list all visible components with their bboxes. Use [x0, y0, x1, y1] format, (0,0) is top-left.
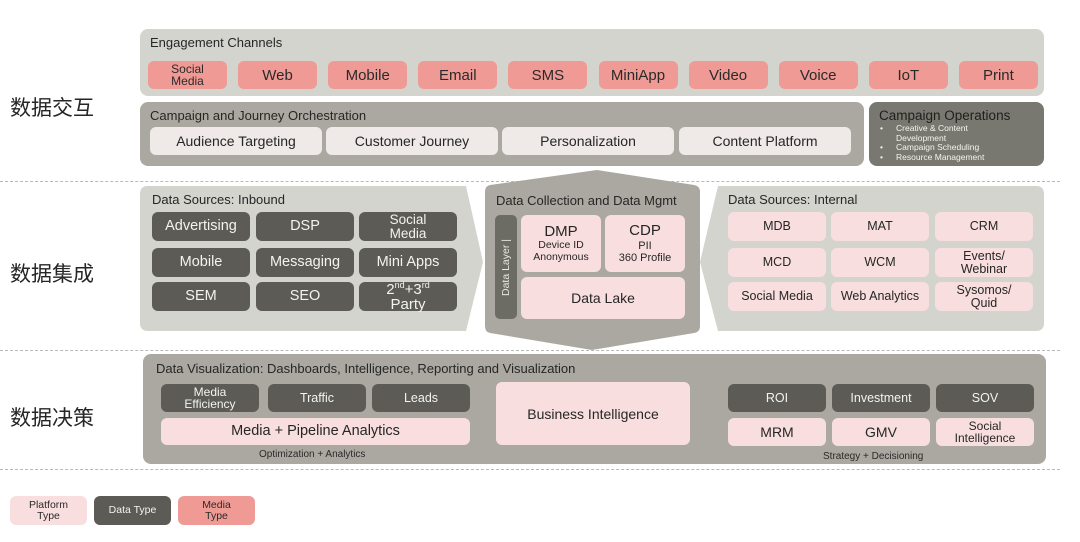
- viz-data-roi: ROI: [728, 384, 826, 412]
- dmp-block: DMP Device ID Anonymous: [521, 215, 601, 272]
- orchestration-audience-targeting: Audience Targeting: [150, 127, 322, 155]
- legend-data-type: Data Type: [94, 496, 171, 525]
- data-layer-bar: Data Layer |: [495, 215, 517, 319]
- dmp-title: DMP: [544, 222, 578, 240]
- chip-line: Social: [389, 211, 427, 227]
- internal-events-webinar: Events/Webinar: [935, 248, 1033, 277]
- viz-data-leads: Leads: [372, 384, 470, 412]
- inbound-dsp: DSP: [256, 212, 354, 241]
- party-sup1: nd: [394, 279, 405, 290]
- campaign-operations-bullets: Creative & Content Development Campaign …: [880, 123, 984, 163]
- internal-mdb: MDB: [728, 212, 826, 241]
- orchestration-title: Campaign and Journey Orchestration: [150, 108, 367, 123]
- internal-wcm: WCM: [831, 248, 929, 277]
- chip-line: Media: [389, 225, 427, 241]
- viz-data-investment: Investment: [832, 384, 930, 412]
- inbound-sem: SEM: [152, 282, 250, 311]
- orchestration-content-platform: Content Platform: [679, 127, 851, 155]
- channel-email: Email: [418, 61, 498, 89]
- inbound-title: Data Sources: Inbound: [152, 192, 285, 207]
- chip-line: Intelligence: [954, 431, 1016, 445]
- party-sup2: rd: [421, 279, 430, 290]
- channel-voice: Voice: [778, 61, 858, 89]
- tier-label-decision: 数据决策: [10, 406, 94, 430]
- party-num2: +3: [404, 280, 422, 298]
- channel-sms: SMS: [508, 61, 588, 89]
- chip-line: Social: [171, 61, 204, 76]
- viz-data-sov: SOV: [936, 384, 1034, 412]
- dmp-line1: Device ID: [538, 239, 584, 252]
- party-num1: 2: [386, 280, 395, 298]
- engagement-channels-title: Engagement Channels: [150, 35, 283, 50]
- tier-divider: [0, 469, 1060, 470]
- cdp-line2: 360 Profile: [618, 251, 672, 264]
- inbound-seo: SEO: [256, 282, 354, 311]
- orchestration-customer-journey: Customer Journey: [326, 127, 498, 155]
- party-line2: Party: [390, 295, 426, 313]
- chip-line: Quid: [970, 295, 998, 310]
- channel-print: Print: [958, 61, 1038, 89]
- cdp-block: CDP PII 360 Profile: [605, 215, 685, 272]
- right-caption: Strategy + Decisioning: [823, 451, 924, 462]
- channel-mobile: Mobile: [328, 61, 408, 89]
- internal-mcd: MCD: [728, 248, 826, 277]
- chip-line: Webinar: [960, 261, 1008, 276]
- chip-line: Sysomos/: [956, 282, 1012, 297]
- business-intelligence: Business Intelligence: [496, 382, 690, 445]
- tier-label-interaction: 数据交互: [10, 96, 94, 120]
- chip-line: Events/: [963, 248, 1005, 263]
- media-pipeline-analytics: Media + Pipeline Analytics: [161, 418, 470, 445]
- data-layer-label: Data Layer |: [500, 238, 512, 296]
- chip-line: Type: [205, 509, 228, 522]
- bullet-item: Campaign Scheduling: [880, 143, 984, 153]
- tier-divider: [0, 350, 1060, 351]
- dmp-line2: Anonymous: [533, 250, 589, 263]
- bullet-item-continuation: Development: [896, 132, 947, 143]
- cdp-title: CDP: [629, 222, 661, 240]
- inbound-advertising: Advertising: [152, 212, 250, 241]
- party-line1: 2nd+3rd: [386, 279, 430, 298]
- inbound-item-party: 2nd+3rd Party: [359, 279, 457, 313]
- inbound-messaging: Messaging: [256, 248, 354, 277]
- internal-mat: MAT: [831, 212, 929, 241]
- chip-line: Platform: [28, 498, 69, 511]
- cdp-line1: PII: [638, 239, 652, 252]
- visualization-title: Data Visualization: Dashboards, Intellig…: [156, 361, 576, 376]
- chip-line: Media: [193, 384, 227, 399]
- inbound-mini-apps: Mini Apps: [359, 248, 457, 277]
- channel-iot: IoT: [868, 61, 948, 89]
- internal-web-analytics: Web Analytics: [831, 282, 929, 311]
- channel-video: Video: [688, 61, 768, 89]
- orchestration-personalization: Personalization: [502, 127, 674, 155]
- inbound-mobile: Mobile: [152, 248, 250, 277]
- bullet-item: Creative & Content: [880, 123, 984, 134]
- campaign-operations-title: Campaign Operations: [879, 108, 1011, 123]
- internal-title: Data Sources: Internal: [728, 192, 858, 207]
- viz-platform-gmv: GMV: [832, 418, 930, 446]
- channel-miniapp: MiniApp: [598, 61, 678, 89]
- collection-title: Data Collection and Data Mgmt: [496, 193, 677, 208]
- bullet-item: Resource Management: [880, 152, 984, 163]
- viz-data-traffic: Traffic: [268, 384, 366, 412]
- left-caption: Optimization + Analytics: [259, 449, 366, 460]
- chip-line: Media: [202, 498, 231, 511]
- chip-line: Type: [37, 509, 60, 522]
- chip-line: Efficiency: [184, 397, 236, 411]
- internal-sysomos-quid: Sysomos/Quid: [935, 282, 1033, 311]
- internal-social-media: Social Media: [728, 282, 826, 311]
- chip-line: Media: [171, 74, 204, 88]
- chip-line: Social: [968, 418, 1002, 433]
- data-lake-block: Data Lake: [521, 277, 685, 319]
- tier-label-integration: 数据集成: [10, 262, 94, 286]
- internal-crm: CRM: [935, 212, 1033, 241]
- viz-platform-mrm: MRM: [728, 418, 826, 446]
- channel-web: Web: [238, 61, 318, 89]
